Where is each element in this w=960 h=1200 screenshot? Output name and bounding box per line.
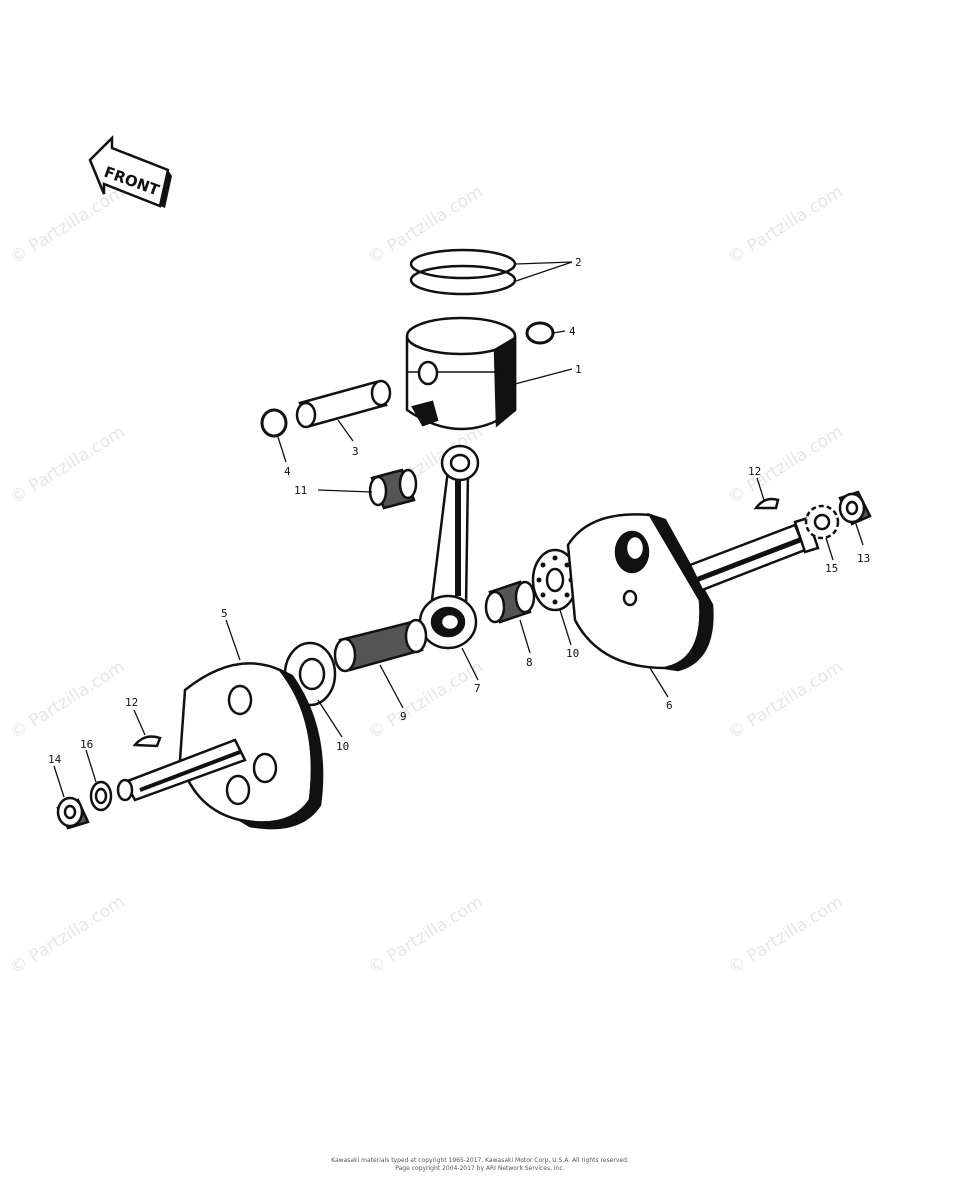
callout-14: 14 <box>48 753 62 766</box>
callout-16: 16 <box>80 738 93 751</box>
left-nut-icon <box>56 796 90 830</box>
callout-12-left: 12 <box>125 696 138 709</box>
callout-9: 9 <box>400 710 407 723</box>
callout-labels: 2 4 1 3 4 11 5 12 14 16 10 9 7 8 10 6 12… <box>48 256 870 766</box>
left-crank-half-icon <box>116 662 324 830</box>
callout-8: 8 <box>526 656 533 669</box>
needle-bearing-icon <box>368 468 418 510</box>
front-arrow-icon: FRONT <box>88 134 172 208</box>
sprocket-icon <box>804 504 840 540</box>
callout-10-left: 10 <box>336 740 349 753</box>
copyright-footer: Kawasaki materials typed at copyright 19… <box>0 1157 960 1173</box>
callout-5: 5 <box>221 607 228 620</box>
crank-pin-icon <box>333 618 428 673</box>
callout-13: 13 <box>857 552 870 565</box>
callout-2: 2 <box>575 256 582 269</box>
crank-nut-icon <box>838 490 872 526</box>
copyright-line-1: Kawasaki materials typed at copyright 19… <box>331 1157 629 1164</box>
callout-10-right: 10 <box>566 647 579 660</box>
piston-ring-icon <box>409 248 517 296</box>
connecting-rod-icon <box>418 444 480 650</box>
right-crank-half-icon <box>566 512 820 672</box>
callout-1: 1 <box>575 363 582 376</box>
piston-pin-icon <box>295 379 392 429</box>
callout-12-right: 12 <box>748 465 761 478</box>
big-end-bearing-icon <box>484 580 536 624</box>
thrust-washer-icon <box>531 548 579 612</box>
callout-4-right: 4 <box>569 325 576 338</box>
callout-6: 6 <box>666 699 673 712</box>
callout-4-left: 4 <box>284 465 291 478</box>
callout-3: 3 <box>352 445 359 458</box>
shaft-washer-icon <box>89 780 113 812</box>
piston-icon <box>405 316 517 431</box>
callout-11: 11 <box>294 484 307 497</box>
leader-lines <box>53 261 864 798</box>
callout-15: 15 <box>825 562 838 575</box>
copyright-line-2: Page copyright 2004-2017 by ARI Network … <box>395 1165 565 1172</box>
callout-7: 7 <box>474 682 481 695</box>
woodruff-key-icon <box>132 497 780 748</box>
